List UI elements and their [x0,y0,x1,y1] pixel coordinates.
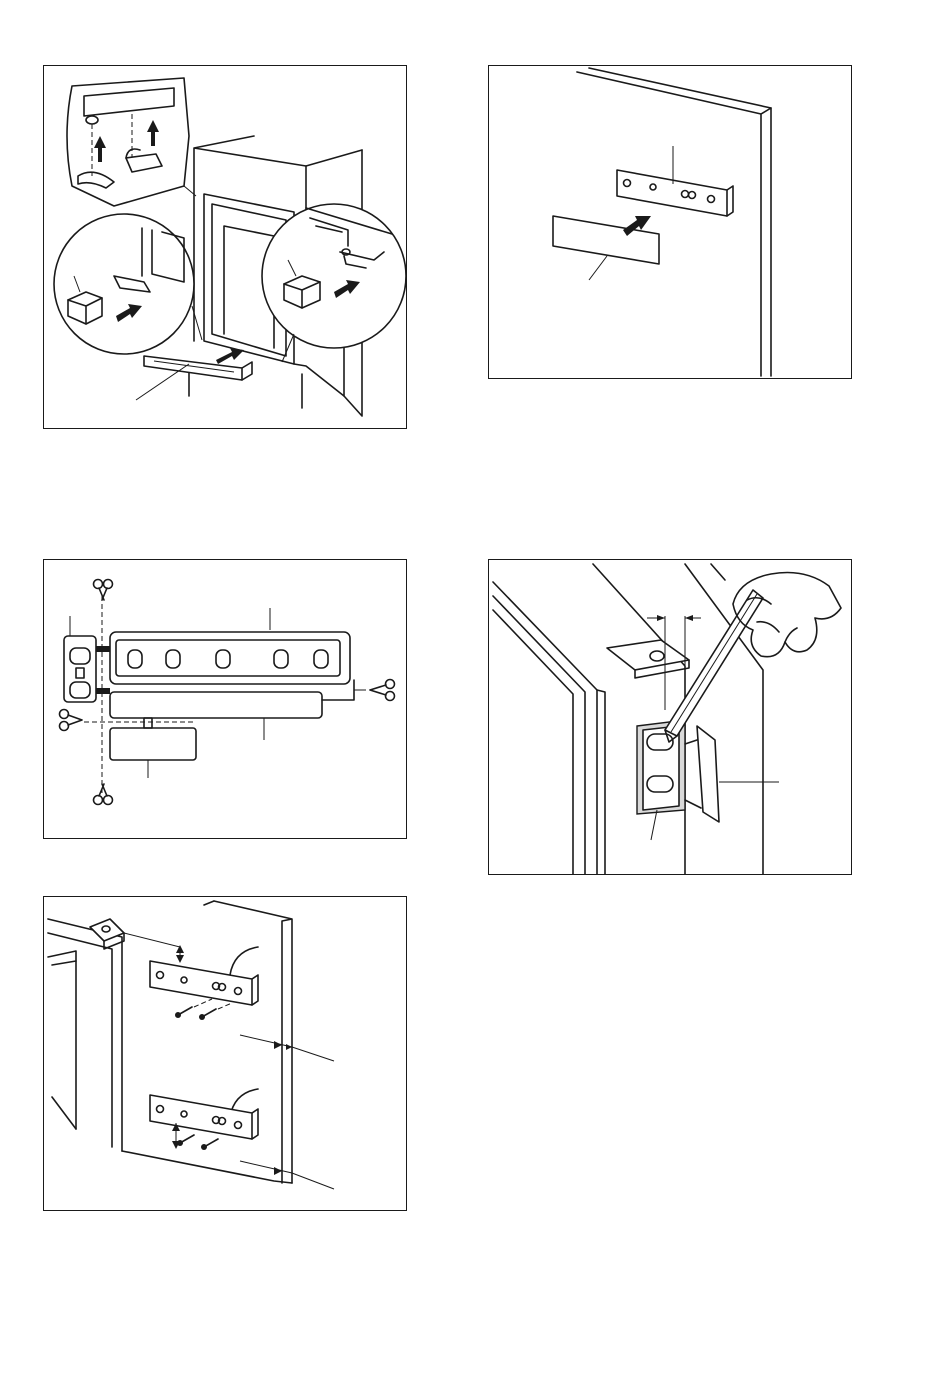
scissors-icon [94,784,113,805]
door-top-edge [589,68,771,108]
figure-2-drawing [489,66,852,379]
door-edge [597,690,605,875]
scissors-icon [94,580,113,601]
upper-fitting-plate-edge [252,975,258,1005]
door-panel [577,72,771,376]
screw-head [175,1012,181,1018]
short-strip-connector [144,718,152,728]
plinth-strip [144,356,242,380]
figure-5-drawing [44,897,407,1211]
screw-head [201,1144,207,1150]
scissors-icon [370,680,395,701]
upper-side-arrows [274,1041,292,1050]
door-panel [204,901,292,1183]
lower-side-arrow [274,1167,282,1175]
cabinet-top-edge [711,564,725,580]
figure-4-drawing [489,560,852,875]
figure-1-door-cover-installation [43,65,407,429]
zoom-right-pointer [282,334,294,362]
scissors-icon [60,710,83,731]
figure-2-door-fitting-cover [488,65,852,379]
fitting-plate-edge [727,186,733,216]
cabinet-inner-edge [48,951,76,1129]
upper-fitting-plate [150,961,252,1005]
hinge-plate-leader [651,810,657,840]
cabinet-edges [48,919,122,1151]
lower-fitting-plate-edge [252,1109,258,1139]
figure-3-drawing [44,560,407,839]
lower-side-dimension [240,1161,334,1189]
door-frame-edges [493,582,597,875]
arrow-plinth-icon [216,348,244,364]
long-strip [110,692,322,718]
connector [96,688,110,694]
fitting-plate [617,170,727,216]
connector [96,646,110,652]
figure-4-marking-hinge-position [488,559,852,875]
top-bracket [607,640,689,670]
dimension-arrow-heads [657,615,693,621]
cover-leader-line [589,256,607,280]
top-bracket [90,919,124,941]
door-contour-arcs [230,947,258,1117]
small-part [64,636,96,702]
figure-1-drawing [44,66,407,429]
screw-head [199,1014,205,1020]
short-strip [110,728,196,760]
figure-3-cutting-parts [43,559,407,839]
cabinet-detail-lines [52,961,76,1129]
top-dimension-line [124,933,180,961]
zoom-top-bubble [67,78,189,206]
figure-5-fitting-plate-positions [43,896,407,1211]
plinth-strip-end [242,362,252,380]
pencil-stripe [671,594,757,732]
